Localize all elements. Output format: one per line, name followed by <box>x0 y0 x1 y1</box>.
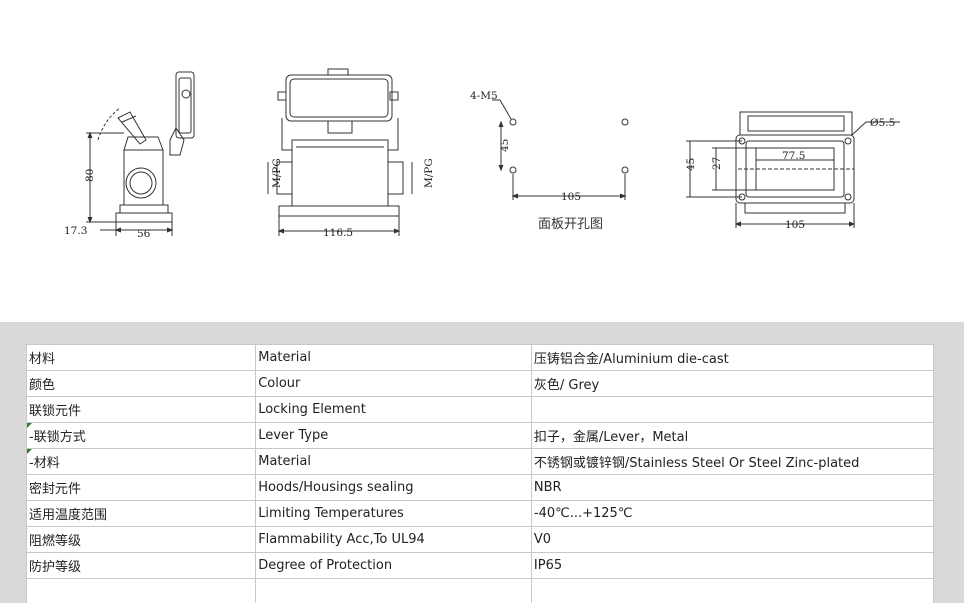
row-value: NBR <box>530 474 935 501</box>
comment-marker <box>27 423 32 428</box>
row-en-label: Material <box>255 344 532 371</box>
top-view <box>686 111 900 228</box>
side-height-dim: 80 <box>84 169 96 182</box>
table-row: 防护等级 Degree of Protection IP65 <box>25 552 935 579</box>
front-thread-left: M/PG <box>271 158 283 188</box>
row-value: 压铸铝合金/Aluminium die-cast <box>530 344 935 371</box>
row-value: V0 <box>530 526 935 553</box>
table-row: -联锁方式 Lever Type 扣子，金属/Lever，Metal <box>25 422 935 449</box>
top-inner-width-dim: 77.5 <box>782 150 805 162</box>
row-cn-label: 材料 <box>25 344 257 371</box>
table-row: 密封元件 Hoods/Housings sealing NBR <box>25 474 935 501</box>
top-width-dim: 105 <box>785 219 805 231</box>
panel-cutout-view <box>492 99 629 200</box>
row-cn-label: 适用温度范围 <box>25 500 257 527</box>
drawing-canvas: 80 17.3 56 M/PG M/PG 116.5 4-M5 45 105 面… <box>64 68 900 240</box>
table-row: 联锁元件 Locking Element <box>25 396 935 423</box>
cutout-vertical-dim: 45 <box>499 139 511 152</box>
row-cn-label: 颜色 <box>25 370 257 397</box>
row-en-label: Limiting Temperatures <box>255 500 532 527</box>
spec-section: 材料 Material 压铸铝合金/Aluminium die-cast 颜色 … <box>0 322 964 603</box>
row-value: 灰色/ Grey <box>530 370 935 397</box>
front-view <box>267 68 413 236</box>
row-value: -40℃...+125℃ <box>530 500 935 527</box>
table-row: -材料 Material 不锈钢或镀锌钢/Stainless Steel Or … <box>25 448 935 475</box>
row-en-label: Locking Element <box>255 396 532 423</box>
row-en-label: Hoods/Housings sealing <box>255 474 532 501</box>
table-row: 颜色 Colour 灰色/ Grey <box>25 370 935 397</box>
row-value <box>530 396 935 423</box>
comment-marker <box>27 449 32 454</box>
front-width-dim: 116.5 <box>323 227 353 239</box>
row-value: 扣子，金属/Lever，Metal <box>530 422 935 449</box>
row-cn-label: -联锁方式 <box>25 422 257 449</box>
row-cn-label: 联锁元件 <box>25 396 257 423</box>
row-en-label: Lever Type <box>255 422 532 449</box>
row-cn-label: 密封元件 <box>25 474 257 501</box>
row-en-label: Degree of Protection <box>255 552 532 579</box>
cutout-caption: 面板开孔图 <box>538 217 603 232</box>
side-offset-dim: 17.3 <box>64 225 87 237</box>
row-en-label: Flammability Acc,To UL94 <box>255 526 532 553</box>
front-thread-right: M/PG <box>423 158 435 188</box>
table-row: 适用温度范围 Limiting Temperatures -40℃...+125… <box>25 500 935 527</box>
top-inner-height-dim: 27 <box>711 157 723 170</box>
table-row: 阻燃等级 Flammability Acc,To UL94 V0 <box>25 526 935 553</box>
table-row: 材料 Material 压铸铝合金/Aluminium die-cast <box>25 344 935 371</box>
row-value: IP65 <box>530 552 935 579</box>
cutout-hole-label: 4-M5 <box>470 90 498 102</box>
row-cn-label: 防护等级 <box>25 552 257 579</box>
row-value: 不锈钢或镀锌钢/Stainless Steel Or Steel Zinc-pl… <box>530 448 935 475</box>
row-cn-label: 阻燃等级 <box>25 526 257 553</box>
row-en-label: Colour <box>255 370 532 397</box>
table-row-empty <box>25 578 935 603</box>
row-en-label: Material <box>255 448 532 475</box>
side-view <box>86 71 195 236</box>
top-outer-height-dim: 45 <box>685 158 697 171</box>
top-hole-dim: Ø5.5 <box>870 117 895 129</box>
row-cn-label: -材料 <box>25 448 257 475</box>
side-base-dim: 56 <box>137 228 151 240</box>
spec-table: 材料 Material 压铸铝合金/Aluminium die-cast 颜色 … <box>25 344 935 603</box>
cutout-horizontal-dim: 105 <box>561 191 581 203</box>
technical-drawing: 80 17.3 56 M/PG M/PG 116.5 4-M5 45 105 面… <box>64 68 900 240</box>
